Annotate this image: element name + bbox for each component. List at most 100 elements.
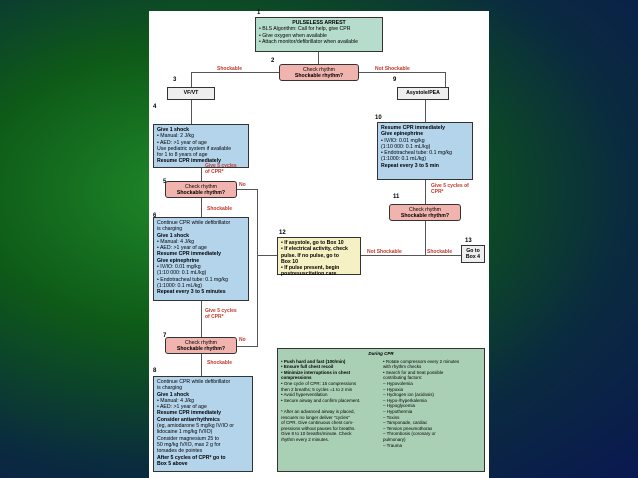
box6-line-3: Give 1 shock: [157, 232, 190, 239]
during-right-1: • Rotate compressors every 2 minutes: [383, 358, 460, 364]
box13-line1: Go to: [466, 248, 480, 254]
box12-line-1: • If asystole, go to Box 10: [281, 240, 344, 246]
box11-number: 11: [393, 194, 400, 200]
during-right-14: – Thrombosis (coronary or: [383, 431, 436, 437]
box10-line-3: • IV/IO: 0.01 mg/kg: [381, 137, 425, 144]
box8-line-13: After 5 cycles of CPR* go to: [157, 454, 226, 461]
during-right-16: – Trauma: [383, 442, 403, 448]
during-cpr-title: During CPR: [368, 351, 394, 356]
box12-line-5: • If pulse present, begin: [281, 265, 340, 272]
box9-asystole-pea: Asystole/PEA: [397, 87, 449, 100]
box8-line-3: Give 1 shock: [157, 391, 190, 398]
box4-line-3: • AED: >1 year of age: [157, 139, 207, 146]
box1-line-3: • Attach monitor/defibrillator when avai…: [259, 38, 358, 45]
box7-line1: Check rhythm: [185, 340, 217, 346]
box12-line-2: • If electrical activity, check: [281, 246, 348, 253]
connector: [237, 189, 257, 190]
during-left-15: rhythm every 2 minutes.: [281, 436, 330, 442]
box8-line-2: is charging: [157, 385, 183, 392]
connector: [201, 354, 202, 376]
during-right-9: – Hypoglycemia: [383, 403, 416, 409]
box4-line-5: for 1 to 8 years of age: [157, 152, 208, 159]
box1-number: 1: [257, 10, 261, 16]
box10-resume-cpr: Resume CPR immediately Give epinephrine …: [377, 122, 473, 180]
connector: [257, 189, 258, 347]
box4-line-4: Use pediatric system if available: [157, 145, 232, 152]
during-cpr-right: • Rotate compressors every 2 minutes wit…: [383, 359, 481, 449]
box4-number: 4: [153, 104, 157, 110]
box8-line-1: Continue CPR while defibrillator: [157, 379, 231, 385]
label-shockable-mid: Shockable: [427, 249, 453, 255]
label-no-7: No: [239, 337, 246, 343]
box6-line-1: Continue CPR while defibrillator: [157, 220, 231, 226]
during-right-3: • Search for and treat possible: [383, 369, 444, 375]
during-right-8: – Hypo-/hyperkalemia: [383, 397, 427, 403]
box10-line-6: (1:1000: 0.1 mL/kg): [381, 156, 426, 163]
box6-line-11: (1:1000: 0.1 mL/kg): [157, 282, 202, 289]
box8-number: 8: [153, 368, 157, 374]
during-left-6: then 2 breaths; 5 cycles =1 to 2 min: [281, 386, 353, 392]
box8-continue-cpr: Continue CPR while defibrillator is char…: [153, 376, 253, 472]
connector: [359, 72, 445, 73]
during-left-7: • Avoid hyperventilation: [281, 392, 328, 398]
box5-check-rhythm: Check rhythm Shockable rhythm?: [165, 181, 237, 198]
box12-line-4: Box 10: [281, 258, 299, 265]
box9-number: 9: [393, 77, 397, 83]
box11-line1: Check rhythm: [409, 207, 441, 213]
box4-give-shock: Give 1 shock • Manual: 2 J/kg • AED: >1 …: [153, 124, 249, 168]
connector: [318, 52, 319, 64]
box6-line-10: • Endotracheal tube: 0.1 mg/kg: [157, 276, 229, 283]
box9-text: Asystole/PEA: [406, 90, 440, 96]
box13-go-to-box4: Go to Box 4: [461, 245, 485, 263]
box12-if-asystole: • If asystole, go to Box 10 • If electri…: [277, 237, 361, 277]
box11-check-rhythm: Check rhythm Shockable rhythm?: [389, 204, 461, 221]
during-left-2: • Ensure full chest recoil: [281, 364, 334, 370]
box12-number: 12: [279, 230, 286, 236]
box8-line-6: Resume CPR immediately: [157, 410, 222, 417]
connector: [425, 221, 426, 255]
box13-number: 13: [465, 238, 472, 244]
label-not-shockable-mid: Not Shockable: [367, 249, 402, 255]
box2-line1: Check rhythm: [303, 67, 335, 73]
box8-line-12: torsades de pointes: [157, 448, 203, 455]
box2-check-rhythm: Check rhythm Shockable rhythm?: [279, 64, 359, 81]
connector: [425, 100, 426, 122]
box5-line1: Check rhythm: [185, 184, 217, 190]
label-give-5-cycles-1: Give 5 cycles of CPR*: [205, 163, 237, 175]
box6-continue-cpr: Continue CPR while defibrillator is char…: [153, 217, 249, 301]
during-right-10: – Hypothermia: [383, 408, 413, 414]
box6-line-2: is charging: [157, 226, 183, 233]
box5-number: 5: [163, 179, 166, 185]
box7-check-rhythm: Check rhythm Shockable rhythm?: [165, 337, 237, 354]
during-left-3: • Minimize interruptions in chest: [281, 369, 351, 375]
box8-line-5: • AED: >1 year of age: [157, 404, 207, 411]
box1-pulseless-arrest: PULSELESS ARREST • BLS Algorithm: Call f…: [255, 17, 383, 52]
connector: [425, 180, 426, 204]
box6-number: 6: [153, 213, 157, 219]
box7-number: 7: [163, 333, 167, 339]
connector: [361, 255, 461, 256]
connector: [201, 301, 202, 337]
connector: [445, 72, 446, 87]
box4-line-2: • Manual: 2 J/kg: [157, 133, 194, 140]
connector: [201, 168, 202, 181]
box6-line-5: • AED: >1 year of age: [157, 245, 207, 252]
box1-title: PULSELESS ARREST: [292, 20, 346, 26]
box1-line-2: • Give oxygen when available: [259, 32, 327, 39]
connector: [237, 346, 257, 347]
connector: [191, 72, 279, 73]
during-cpr-panel: During CPR • Push hard and fast (100/min…: [277, 348, 485, 472]
connector: [257, 255, 277, 256]
box10-line-2: Give epinephrine: [381, 131, 424, 138]
box10-line-7: Repeat every 3 to 5 min: [381, 162, 439, 169]
box8-line-10: Consider magnesium 25 to: [157, 435, 219, 442]
during-left-10: * After an advanced airway is placed,: [281, 408, 355, 414]
during-right-2: with rhythm checks: [383, 364, 422, 370]
label-no-5: No: [239, 182, 246, 188]
connector: [191, 72, 192, 87]
during-left-14: Give 8 to 10 breaths/minute. Check: [281, 431, 352, 437]
box11-line2: Shockable rhythm?: [400, 213, 450, 220]
box6-line-9: (1:10 000: 0.1 mL/kg): [157, 270, 207, 277]
connector: [201, 198, 202, 217]
label-not-shockable: Not Shockable: [375, 66, 410, 72]
